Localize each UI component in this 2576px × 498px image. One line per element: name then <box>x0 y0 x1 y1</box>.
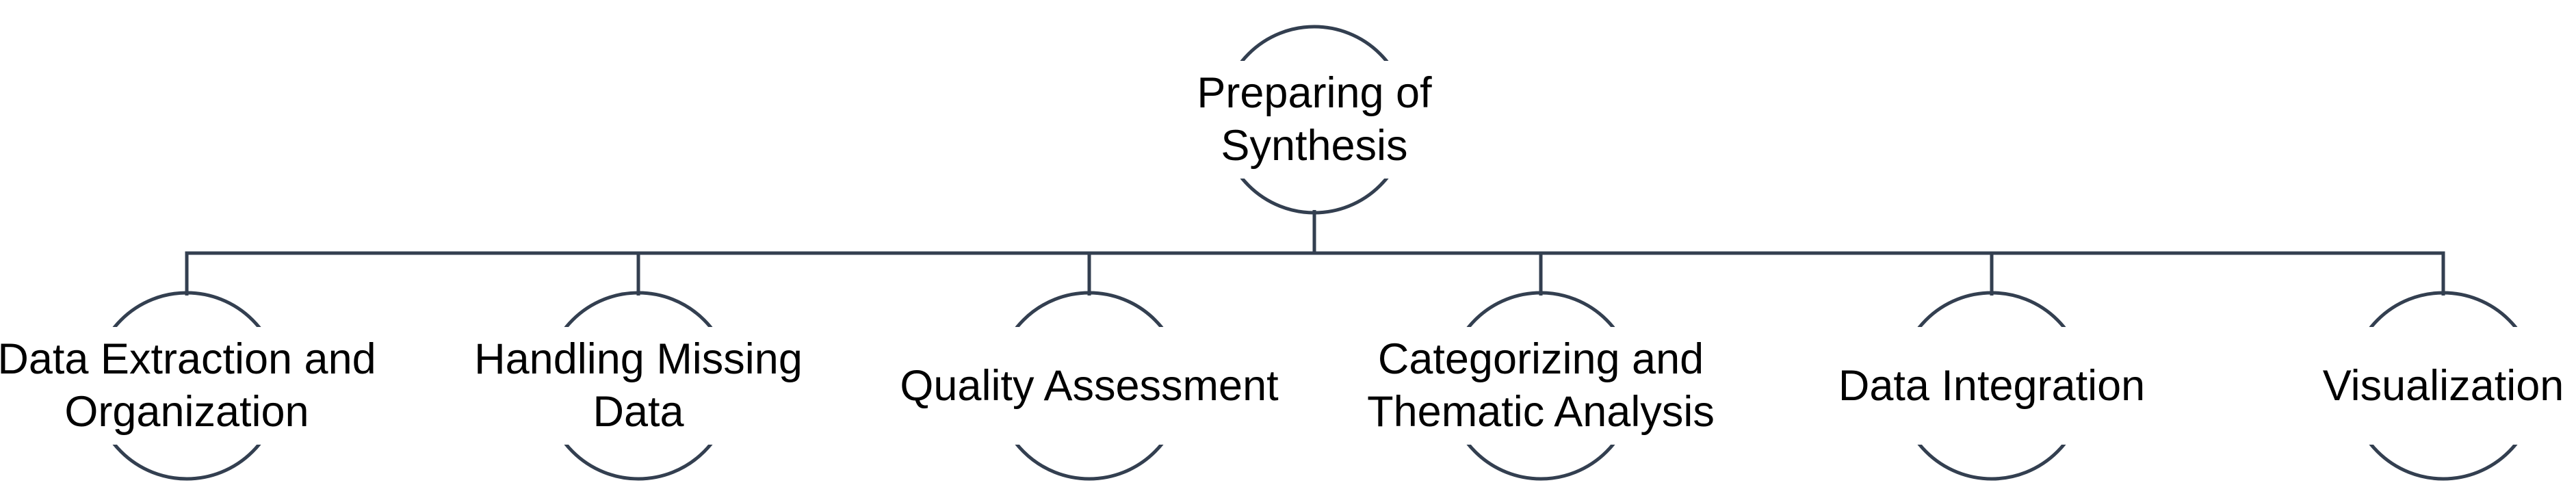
child-node-label: Categorizing and Thematic Analysis <box>1359 327 1723 445</box>
root-node-label: Preparing of Synthesis <box>1188 61 1440 179</box>
child-node-label: Data Extraction and Organization <box>0 327 385 445</box>
child-node-label: Data Integration <box>1830 327 2154 445</box>
child-node-label: Handling Missing Data <box>466 327 811 445</box>
child-node-label: Quality Assessment <box>892 327 1287 445</box>
child-node-label: Visualization <box>2314 327 2573 445</box>
connector-rail <box>185 251 2445 296</box>
